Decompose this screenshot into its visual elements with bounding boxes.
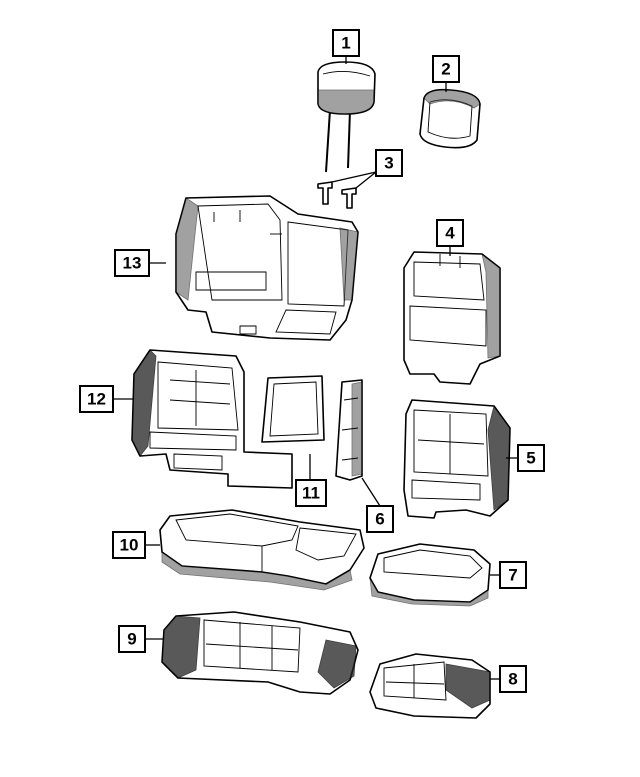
callout-4-label: 4 (445, 224, 455, 243)
callout-3-label: 3 (384, 154, 393, 173)
callout-5: 5 (517, 444, 545, 472)
callout-3: 3 (375, 149, 403, 177)
small-seat-back-frame (403, 399, 511, 519)
callout-12-label: 12 (87, 390, 106, 409)
callout-2: 2 (432, 55, 460, 83)
seat-back-assembly (175, 195, 359, 341)
callout-9-label: 9 (127, 630, 136, 649)
callout-10: 10 (112, 531, 146, 559)
small-seat-back (403, 251, 501, 385)
callout-6-label: 6 (375, 510, 384, 529)
callout-9: 9 (118, 625, 146, 653)
headrest-guides (317, 181, 357, 209)
back-pad (261, 375, 325, 443)
callout-12: 12 (79, 385, 114, 413)
callout-4: 4 (436, 219, 464, 247)
callout-8: 8 (499, 665, 527, 693)
callout-6: 6 (366, 505, 394, 533)
callout-8-label: 8 (508, 670, 517, 689)
callout-7-label: 7 (508, 566, 517, 585)
headrest-with-rods (317, 61, 376, 173)
small-cushion-frame (369, 653, 491, 719)
side-bolster (335, 379, 363, 481)
callout-2-label: 2 (441, 60, 450, 79)
callout-10-label: 10 (120, 536, 139, 555)
callout-1-label: 1 (341, 34, 350, 53)
headrest-cover (419, 88, 481, 149)
callout-7: 7 (499, 561, 527, 589)
callout-11-label: 11 (302, 484, 320, 503)
callout-1: 1 (332, 29, 360, 57)
large-seat-back-frame (131, 349, 293, 489)
large-cushion-frame (161, 611, 359, 695)
callout-11: 11 (295, 479, 327, 507)
callout-13: 13 (114, 249, 150, 277)
callout-5-label: 5 (526, 449, 535, 468)
leader-lines (113, 56, 518, 680)
callout-13-label: 13 (123, 254, 142, 273)
large-cushion-cover (159, 509, 365, 591)
small-cushion-cover (369, 543, 491, 607)
